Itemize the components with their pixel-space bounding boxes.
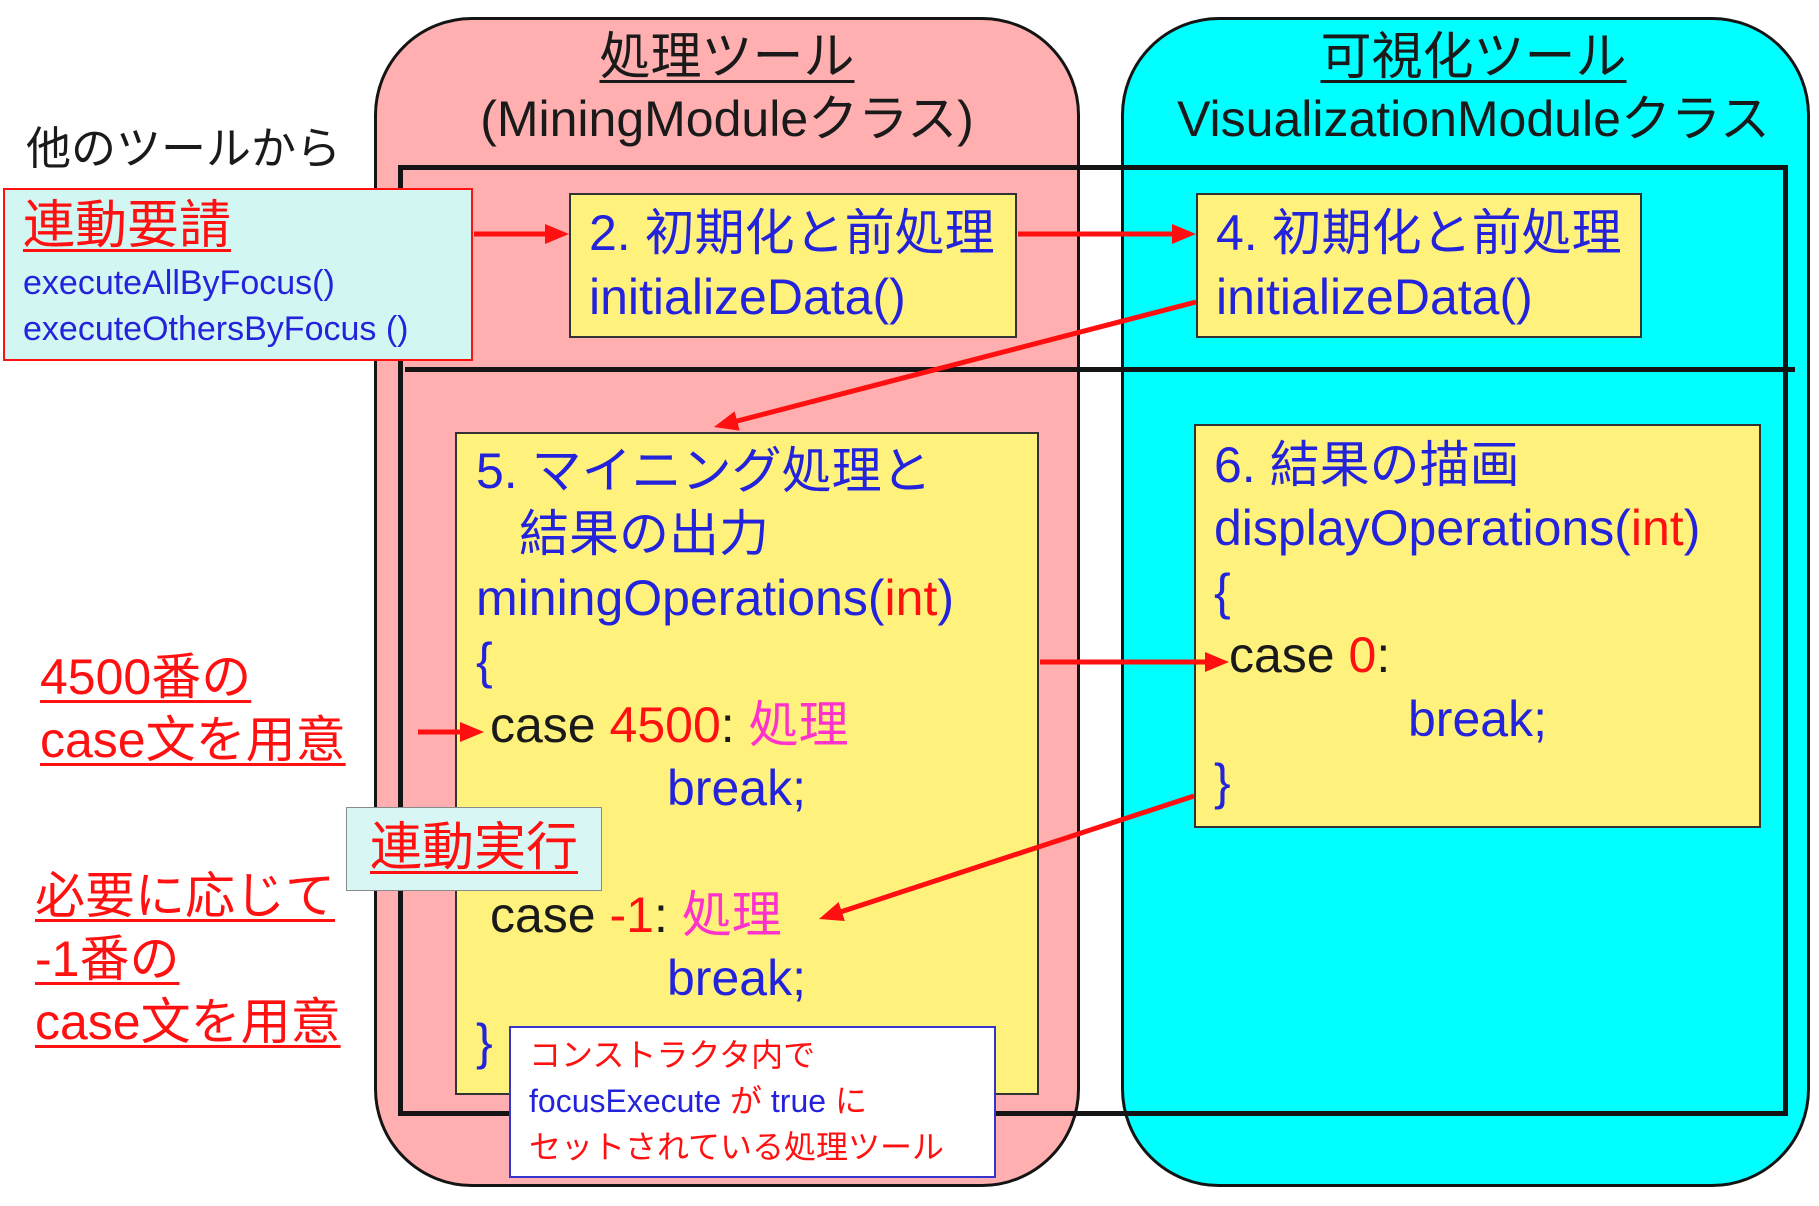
case-keyword: case [490,886,596,943]
step6-brace-open: { [1214,563,1231,620]
case-colon: : [720,696,735,753]
step5-title: 5. マイニング処理と [476,443,932,499]
true-value: true [770,1083,827,1119]
step5-title-continued: 結果の出力 [519,506,769,563]
visualization-tool-title: 可視化ツール [1320,28,1627,85]
case-value: 0 [1348,627,1377,684]
step2-method: initializeData() [589,269,906,325]
case-4500-break: break; [667,759,806,816]
case-0-line: case 0: [1214,624,1759,687]
step5-brace-close: } [476,1013,493,1070]
case-minus1-line: case -1: 処理 [476,884,1037,947]
case-action: 処理 [748,696,849,753]
step2-title: 2. 初期化と前処理 [589,205,995,261]
processing-tool-class-name: (MiningModuleクラス) [480,91,974,147]
paren-close: ) [1683,500,1701,557]
constructor-note-box: コンストラクタ内で focusExecute が true に セットされている… [509,1026,996,1178]
case-action: 処理 [681,886,782,943]
note-line: case文を用意 [35,994,341,1050]
note-line: case文を用意 [40,712,346,768]
note-line: 必要に応じて [35,868,335,924]
case-keyword: case [1229,627,1335,684]
constructor-note-line1: コンストラクタ内で [529,1037,816,1073]
note-line: -1番の [35,931,180,987]
link-request-methods: executeAllByFocus() executeOthersByFocus… [23,260,408,352]
param-type: int [884,569,938,626]
step4-init-box: 4. 初期化と前処理 initializeData() [1196,193,1642,338]
note-prepare-case-minus1: 必要に応じて -1番の case文を用意 [35,865,341,1054]
focus-execute-field: focusExecute [529,1083,722,1119]
link-request-box: 連動要請 executeAllByFocus() executeOthersBy… [3,188,473,361]
step6-brace-close: } [1214,753,1231,810]
step6-title: 6. 結果の描画 [1214,437,1520,493]
processing-tool-title: 処理ツール [599,28,855,85]
particle-ga: が [730,1083,763,1119]
case-minus1-break: break; [667,950,806,1007]
case-keyword: case [490,696,596,753]
step4-method: initializeData() [1216,269,1533,325]
step2-init-box: 2. 初期化と前処理 initializeData() [569,193,1017,338]
step6-render-box: 6. 結果の描画 displayOperations(int) { case 0… [1194,424,1761,828]
from-other-tools-label: 他のツールから [26,123,342,174]
case-4500-line: case 4500: 処理 [476,694,1037,757]
visualization-tool-class-name: VisualizationModuleクラス [1177,91,1770,147]
case-value: -1 [609,886,654,943]
constructor-note-line3: セットされている処理ツール [529,1129,945,1165]
step5-mining-box: 5. マイニング処理と 結果の出力 miningOperations(int) … [455,432,1039,1095]
method-name: miningOperations( [476,569,885,626]
case-colon: : [1376,627,1391,684]
initialization-divider [405,367,1795,372]
method-execute-others-by-focus: executeOthersByFocus () [23,310,409,348]
paren-close: ) [937,569,954,626]
step6-method-signature: displayOperations(int) [1214,497,1759,560]
case-colon: : [654,886,668,943]
particle-ni: に [834,1083,867,1119]
note-prepare-case-4500: 4500番の case文を用意 [40,646,346,772]
step4-title: 4. 初期化と前処理 [1216,205,1622,261]
module-frame [398,165,1788,1116]
link-request-label: 連動要請 [23,197,232,255]
param-type: int [1630,500,1684,557]
case-value: 4500 [609,696,721,753]
method-execute-all-by-focus: executeAllByFocus() [23,264,335,302]
note-line: 4500番の [40,649,252,705]
linked-execution-label: 連動実行 [346,807,602,891]
case-0-break: break; [1408,690,1547,747]
step5-method-signature: miningOperations(int) [476,567,1037,630]
method-name: displayOperations( [1214,500,1631,557]
step5-brace-open: { [476,633,493,690]
constructor-note-line2: focusExecute が true に [529,1078,994,1124]
